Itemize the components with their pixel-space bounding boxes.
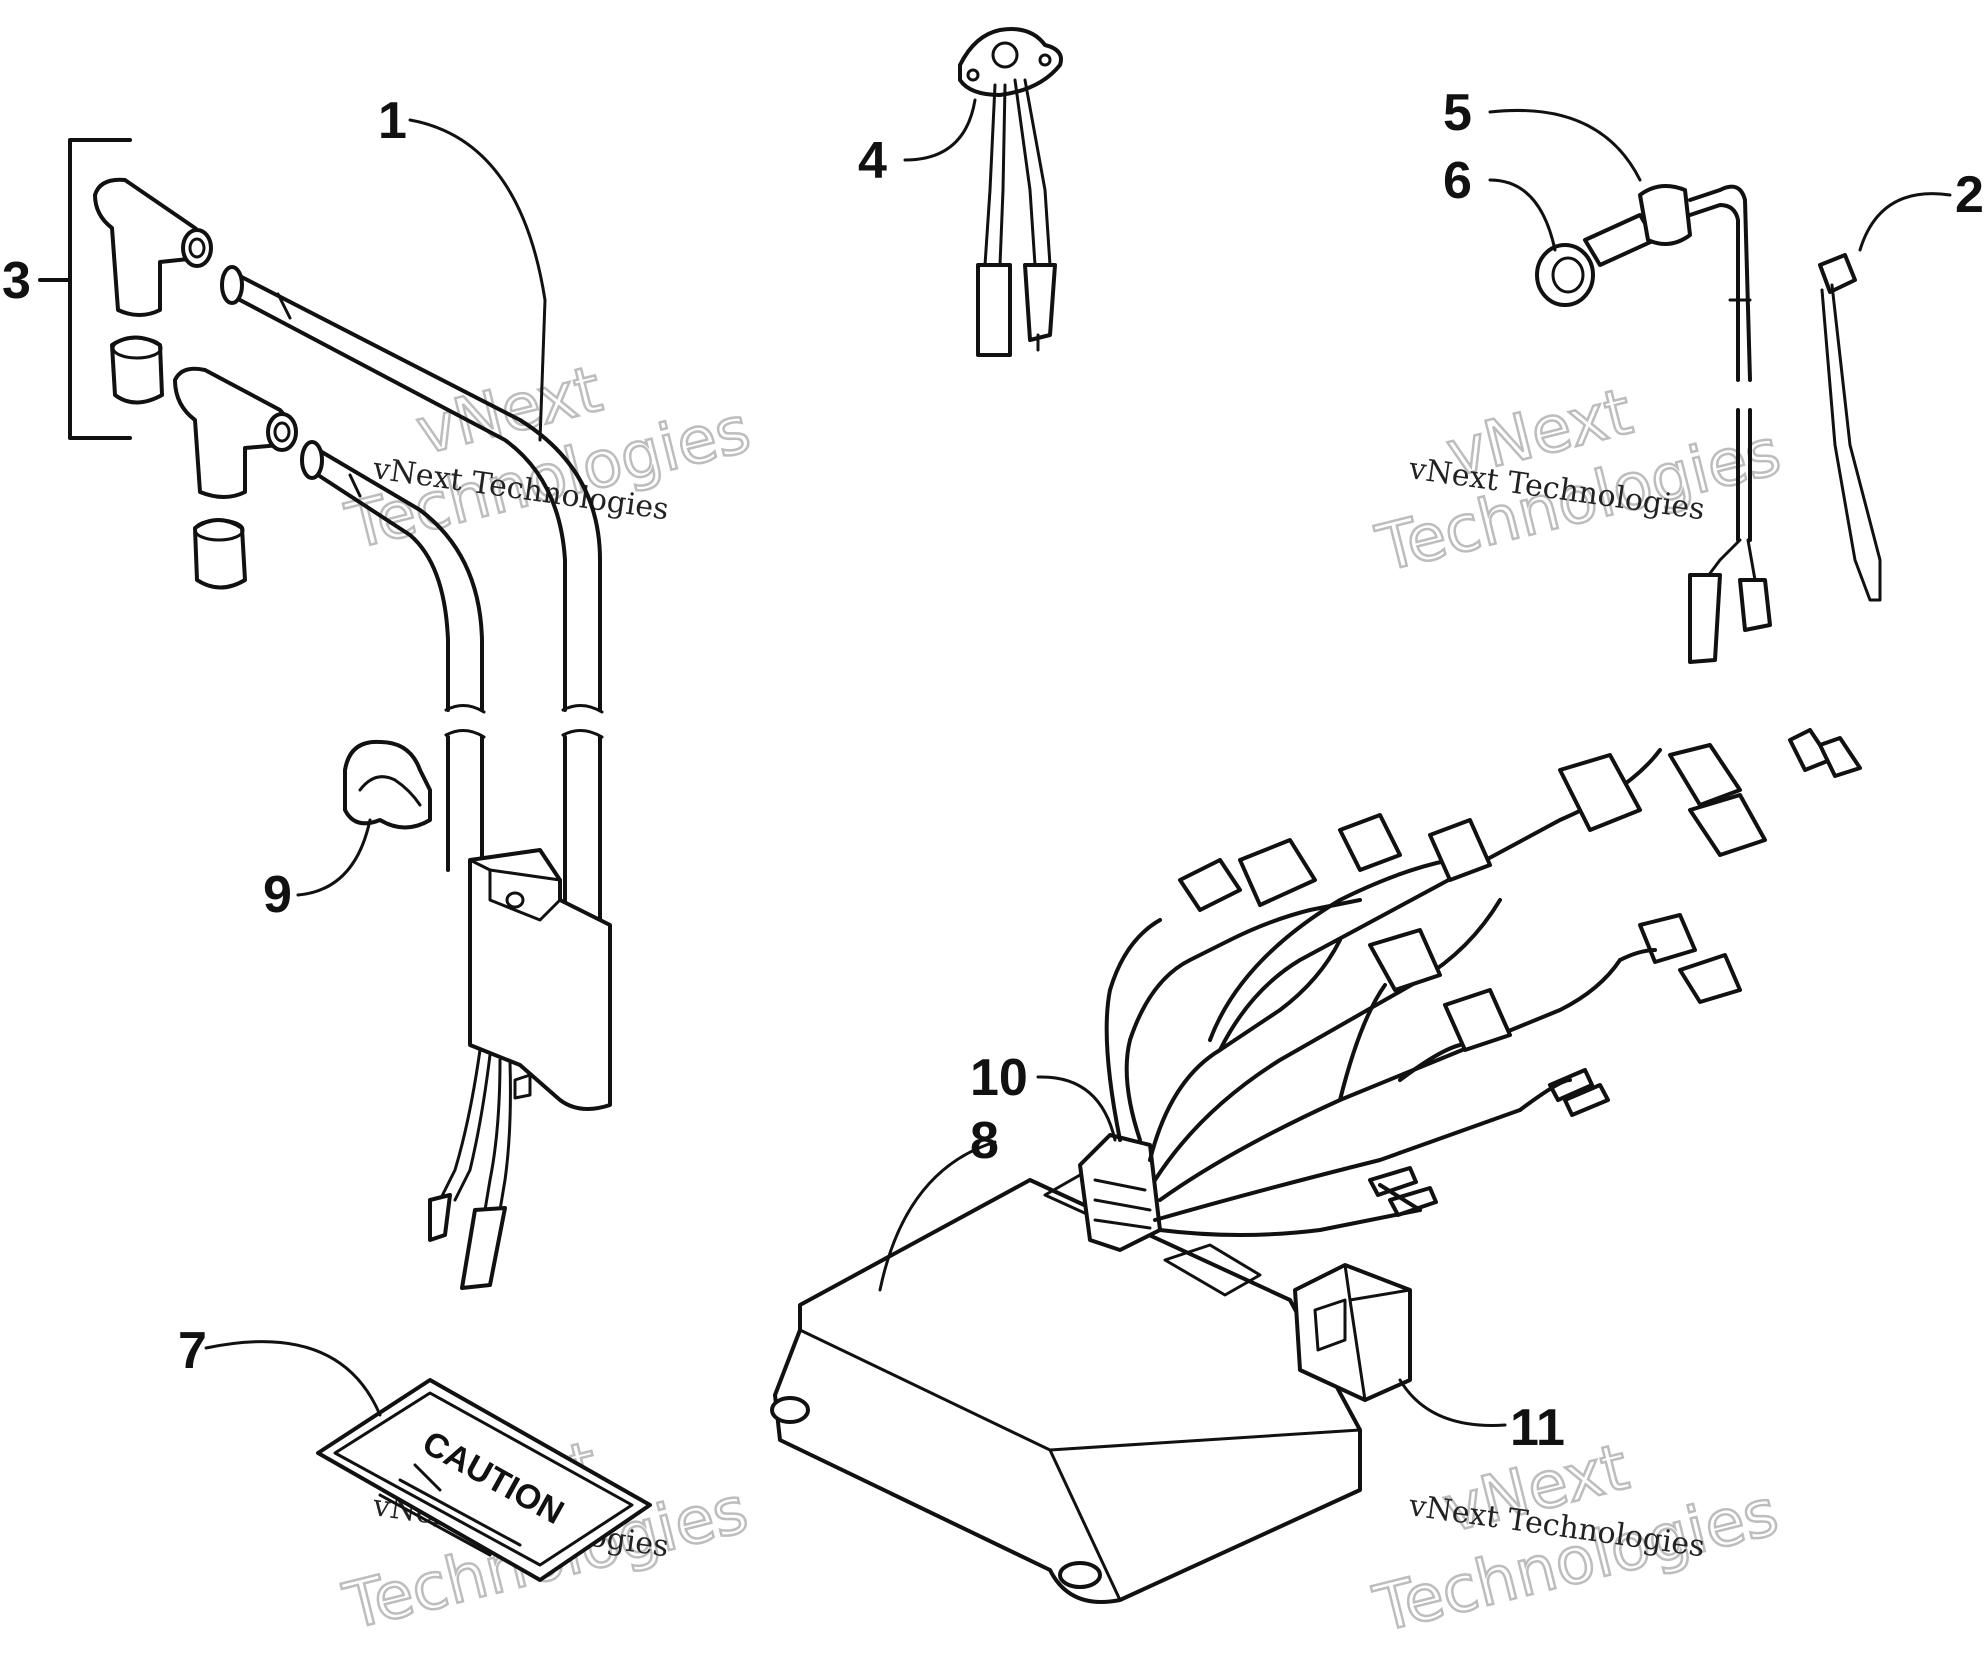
callout-1: 1 (378, 92, 407, 150)
part-10-wiring-harness (1078, 728, 1862, 1252)
callout-3: 3 (2, 252, 31, 310)
part-4-sensor (958, 27, 1063, 357)
callout-11: 11 (1510, 1399, 1565, 1457)
watermark-top-left: vNext Technologies (338, 351, 758, 565)
callout-8: 8 (970, 1112, 999, 1170)
leader-lines (204, 98, 1952, 1427)
callout-5: 5 (1443, 84, 1472, 142)
part-1-ignition-coil (220, 265, 612, 1290)
callout-6: 6 (1443, 152, 1472, 210)
callout-7: 7 (178, 1322, 207, 1380)
part-9-clip (343, 739, 432, 830)
callout-10: 10 (970, 1049, 1028, 1107)
part-2-cable-tie (1818, 253, 1882, 602)
group-bracket (68, 138, 132, 440)
part-3-spark-plug-caps (38, 138, 298, 590)
callout-2: 2 (1955, 166, 1984, 224)
callout-9: 9 (263, 866, 292, 924)
part-11-block (1293, 1263, 1412, 1402)
part-8-ecu (770, 1173, 1362, 1604)
part-5-temp-sensor (1583, 184, 1772, 664)
part-6-washer (1535, 243, 1595, 307)
callout-4: 4 (858, 132, 887, 190)
